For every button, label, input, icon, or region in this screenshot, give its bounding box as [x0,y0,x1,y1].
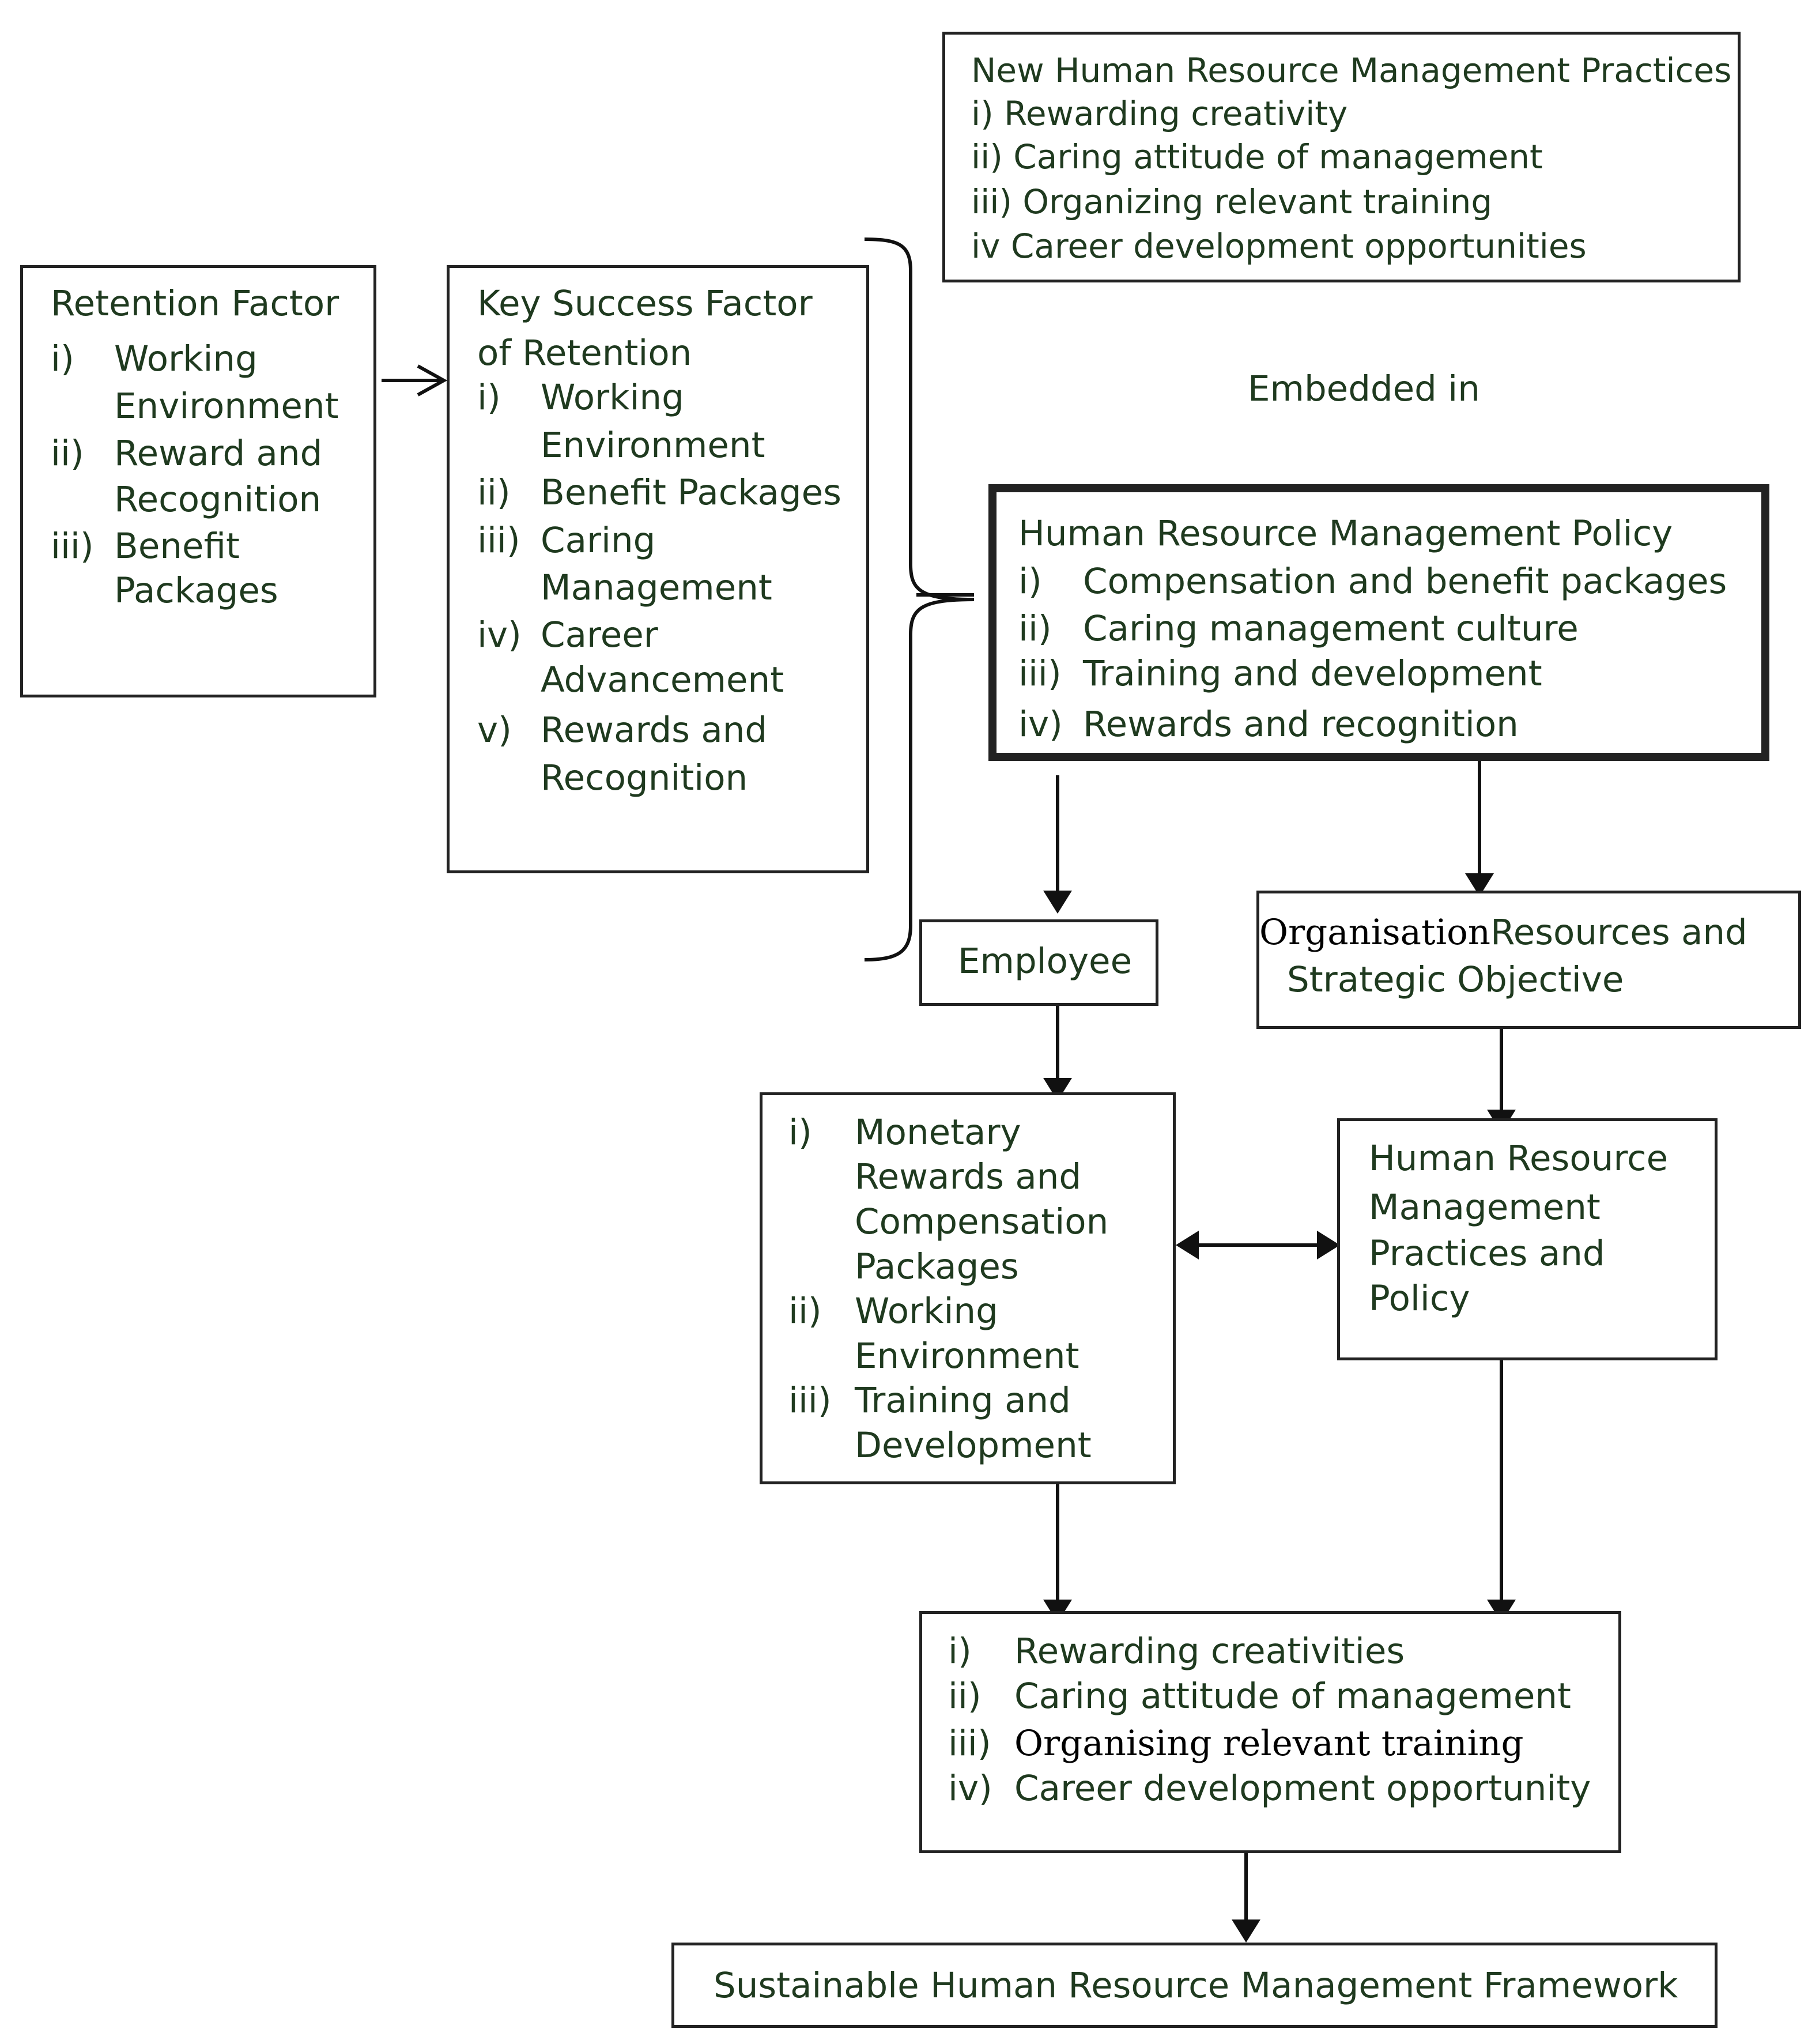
hrm-policy-title: Human Resource Management Policy [1018,513,1673,554]
org-resources-box: OrganisationResources and Strategic Obje… [1256,891,1801,1029]
org-resources-serif-word: Organisation [1259,912,1491,953]
key-success-factor-title: Key Success Factor [477,283,813,324]
framework-label: Sustainable Human Resource Management Fr… [714,1965,1678,2006]
list-item: Monetary [855,1112,1021,1153]
list-number: iv) [477,614,522,655]
list-number: i) [1018,561,1042,602]
list-item: Compensation and benefit packages [1083,561,1727,602]
arrowhead [1176,1231,1199,1259]
list-item: Rewards and recognition [1083,704,1519,745]
new-hrm-practices-title: New Human Resource Management Practices [971,51,1732,90]
curly-brace [864,237,975,961]
list-number: ii) [477,472,511,513]
list-number: ii) [1018,608,1052,649]
list-item: Recognition [114,479,322,520]
outcomes-box: i) Rewarding creativities ii) Caring att… [919,1611,1621,1853]
hrm-practices-line: Management [1369,1187,1601,1228]
list-item: Benefit Packages [541,472,841,513]
hrm-policy-box: Human Resource Management Policy i) Comp… [988,484,1769,761]
list-item: iii) Organizing relevant training [971,182,1493,221]
list-item: Caring [541,520,656,561]
list-item: Reward and [114,433,323,474]
list-item: Benefit [114,526,240,567]
list-item: Training and development [1083,653,1542,694]
list-item: Advancement [541,659,784,700]
list-number: i) [51,338,74,379]
list-item: Development [855,1425,1092,1466]
monetary-box: i) Monetary Rewards and Compensation Pac… [760,1092,1176,1484]
key-success-factor-box: Key Success Factor of Retention i) Worki… [447,265,869,873]
list-item: Environment [114,386,339,427]
list-item: Working [541,377,684,418]
list-number: iii) [477,520,520,561]
list-item: Rewarding creativities [1014,1631,1405,1672]
list-item: Caring attitude of management [1014,1676,1571,1717]
list-item: iv Career development opportunities [971,227,1587,266]
arrowhead [1465,873,1494,896]
key-success-factor-title-line2: of Retention [477,333,692,374]
list-item: Rewards and [541,710,768,751]
list-item: Training and [855,1380,1071,1421]
retention-factor-title: Retention Factor [51,283,339,324]
framework-box: Sustainable Human Resource Management Fr… [671,1943,1718,2028]
list-number: i) [477,377,501,418]
list-item: Rewards and [855,1156,1082,1197]
org-resources-line1: OrganisationResources and [1259,910,1747,956]
open-arrowhead [417,364,448,397]
list-number: i) [948,1631,972,1672]
embedded-in-label: Embedded in [1248,368,1480,409]
list-item: Working [855,1291,998,1332]
list-item: ii) Caring attitude of management [971,137,1543,176]
list-item: Working [114,338,258,379]
list-number: iii) [51,526,94,567]
list-item: Organising relevant training [1014,1723,1524,1764]
org-resources-line2: Strategic Objective [1287,959,1624,1000]
list-number: v) [477,710,512,751]
list-item: Management [541,567,772,608]
list-number: ii) [948,1676,982,1717]
list-number: iii) [788,1380,832,1421]
arrowhead [1043,891,1072,914]
employee-box: Employee [919,919,1158,1006]
hrm-practices-policy-box: Human Resource Management Practices and … [1337,1118,1718,1360]
hrm-practices-line: Policy [1369,1278,1470,1319]
list-item: Environment [541,425,765,466]
list-item: Environment [855,1336,1079,1377]
list-item: Career [541,614,658,655]
hrm-practices-line: Practices and [1369,1233,1605,1274]
list-number: i) [788,1112,812,1153]
list-item: Packages [855,1246,1019,1287]
list-number: iii) [948,1723,991,1764]
list-number: iv) [1018,704,1063,745]
new-hrm-practices-box: New Human Resource Management Practices … [942,32,1741,282]
list-item: i) Rewarding creativity [971,94,1348,133]
list-item: Caring management culture [1083,608,1579,649]
list-number: iii) [1018,653,1062,694]
arrowhead [1232,1919,1260,1943]
list-number: ii) [788,1291,822,1332]
list-item: Compensation [855,1201,1109,1242]
arrowhead [1317,1231,1340,1259]
retention-factor-box: Retention Factor i) Working Environment … [20,265,376,697]
list-item: Recognition [541,757,748,798]
org-resources-rest: Resources and [1490,912,1747,953]
list-item: Career development opportunity [1014,1768,1591,1809]
hrm-practices-line: Human Resource [1369,1138,1669,1179]
employee-label: Employee [958,941,1133,982]
list-item: Packages [114,570,278,611]
list-number: iv) [948,1768,992,1809]
list-number: ii) [51,433,84,474]
arrowhead [1043,1078,1072,1101]
